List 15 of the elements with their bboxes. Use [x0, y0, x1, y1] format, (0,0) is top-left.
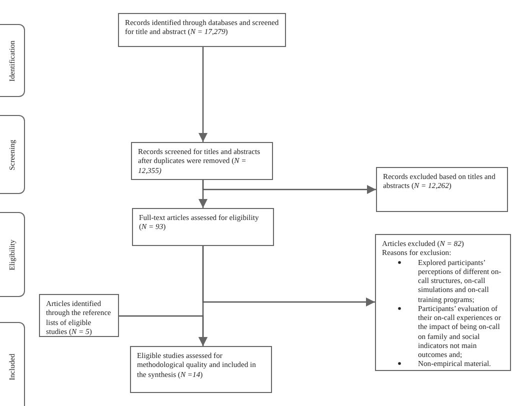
arrow: [202, 180, 376, 194]
phase-band: [0, 322, 25, 406]
process-box: [375, 234, 511, 371]
arrow: [119, 315, 208, 346]
process-box: [132, 208, 274, 246]
process-box: [118, 13, 286, 47]
process-box: [376, 167, 508, 212]
process-box: [39, 294, 119, 337]
arrow: [202, 246, 375, 306]
arrow: [198, 47, 208, 142]
process-box: [131, 142, 273, 180]
process-box: [130, 346, 272, 393]
phase-band: [0, 212, 25, 297]
phase-band: [0, 24, 25, 97]
phase-band: [0, 115, 25, 194]
